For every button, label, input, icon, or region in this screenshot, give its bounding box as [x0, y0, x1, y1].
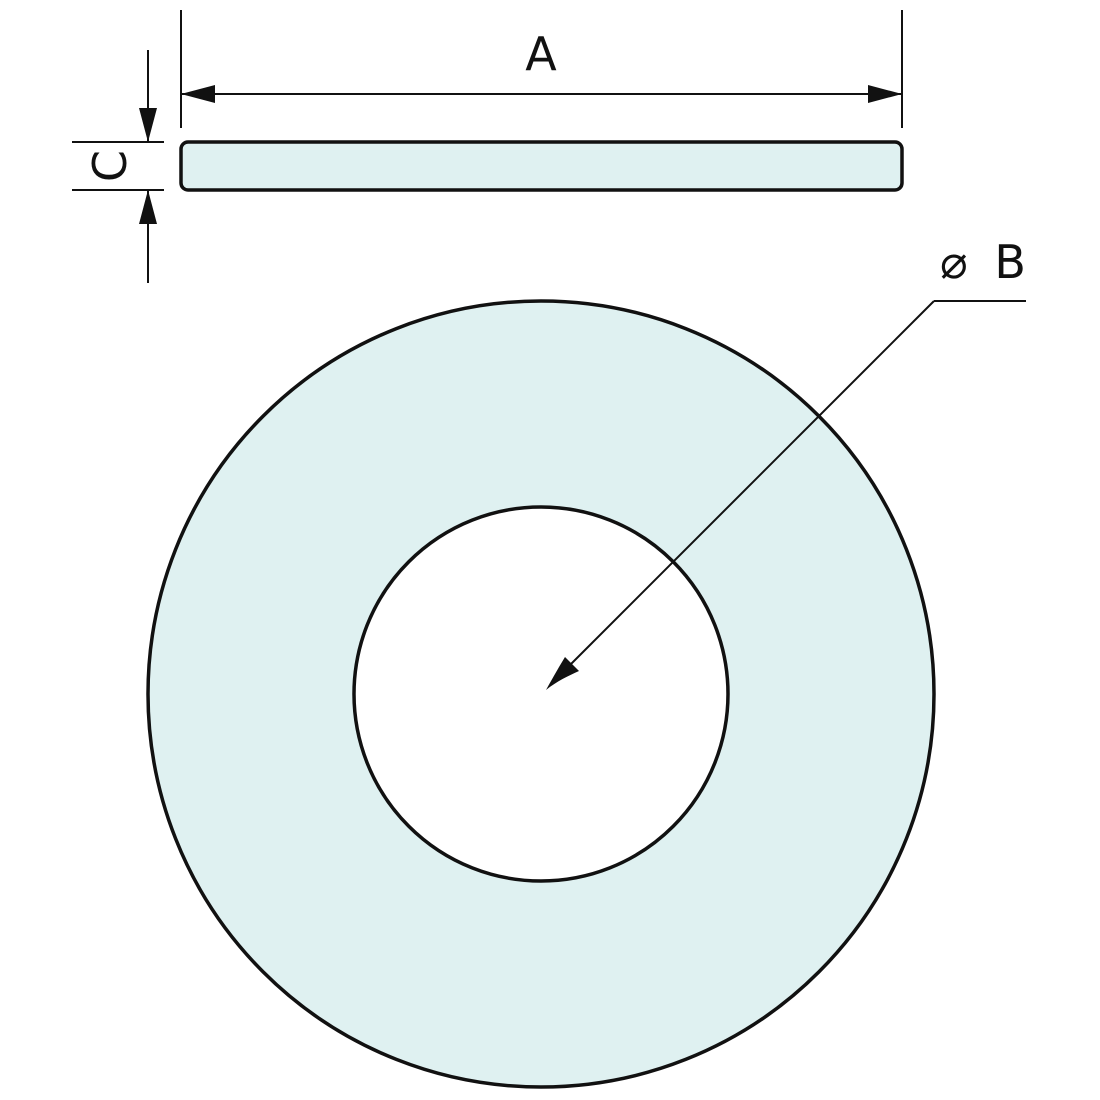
dimension-c: C: [72, 50, 164, 283]
arrow-left-icon: [181, 85, 215, 103]
leader-line-b: [558, 300, 935, 677]
arrow-up-icon: [139, 190, 157, 224]
dimension-label-a: A: [525, 27, 557, 81]
side-profile: [179, 140, 904, 192]
arrow-down-icon: [139, 108, 157, 142]
arrow-right-icon: [868, 85, 902, 103]
diameter-letter: B: [994, 235, 1026, 289]
diameter-symbol-icon: ⌀: [940, 235, 968, 289]
arrow-center-icon: [546, 657, 579, 690]
dimension-label-c: C: [83, 150, 137, 182]
dimension-a: A: [180, 10, 903, 128]
dimension-b: ⌀ B: [546, 235, 1026, 690]
side-view: [179, 140, 904, 192]
diameter-label-b: ⌀ B: [940, 235, 1026, 289]
